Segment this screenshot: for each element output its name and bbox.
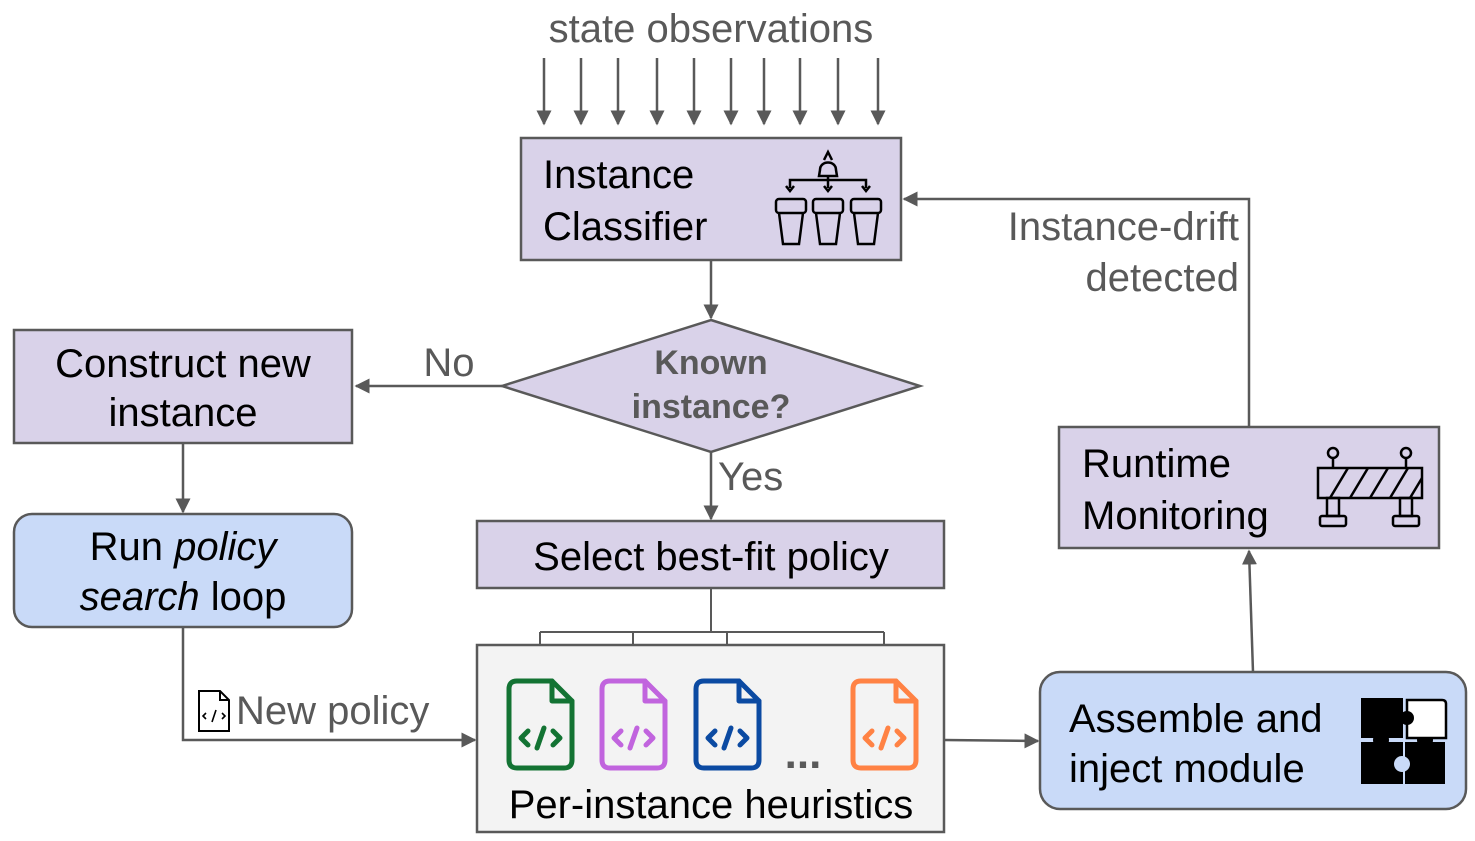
observation-arrows [536,58,886,126]
known-instance-decision: Known instance? [497,318,925,454]
construct-new-instance-line1: Construct new [55,342,311,386]
per-instance-heuristics-label: Per-instance heuristics [509,783,914,827]
edge-label-yes: Yes [718,455,783,499]
assemble-inject-line2: inject module [1069,747,1305,791]
edge-label-drift-line1: Instance-drift [1008,205,1239,249]
runtime-monitoring-line2: Monitoring [1082,494,1269,538]
instance-classifier-line2: Classifier [543,205,707,249]
state-observations-label: state observations [549,7,874,51]
instance-classifier-node: Instance Classifier [519,136,903,262]
runtime-monitoring-line1: Runtime [1082,442,1231,486]
edge-heuristics-to-assemble [943,733,1040,749]
policy-label: policy [173,525,279,569]
edge-new-policy [181,627,477,748]
edge-instance-drift [902,191,1251,427]
run-policy-search-node: Run policy search loop [12,512,354,629]
assemble-inject-node: Assemble and inject module [1038,670,1468,811]
select-best-fit-policy-label: Select best-fit policy [533,535,889,579]
edge-label-new-policy: New policy [236,689,429,733]
edge-label-no: No [423,341,474,385]
heuristics-ellipsis: ... [785,729,822,778]
construct-new-instance-line2: instance [109,391,258,435]
select-best-fit-policy-node: Select best-fit policy [475,519,946,590]
code-file-icon [506,678,575,771]
run-policy-search-line1: Run policy [90,525,280,569]
per-instance-heuristics-node: ... Per-instance heuristics [475,643,946,834]
code-file-icon [599,678,668,771]
code-file-icon [693,678,762,771]
puzzle-icon [1361,698,1448,784]
known-instance-line2: instance? [632,388,791,426]
assemble-inject-line1: Assemble and [1069,697,1322,741]
runtime-monitoring-node: Runtime Monitoring [1057,425,1441,550]
construct-new-instance-node: Construct new instance [12,328,354,445]
run-policy-search-line2: search loop [80,575,287,619]
small-code-file-icon [198,690,230,732]
sorting-bins-icon [774,149,883,246]
run-label: Run [90,525,175,569]
barrier-icon [1316,446,1424,528]
search-label: search [80,575,200,619]
edge-assemble-to-monitoring [1241,549,1257,673]
loop-label: loop [200,575,287,619]
code-file-icon [850,678,919,771]
known-instance-line1: Known [654,344,767,382]
instance-classifier-line1: Instance [543,153,694,197]
edge-label-drift-line2: detected [1086,256,1239,300]
